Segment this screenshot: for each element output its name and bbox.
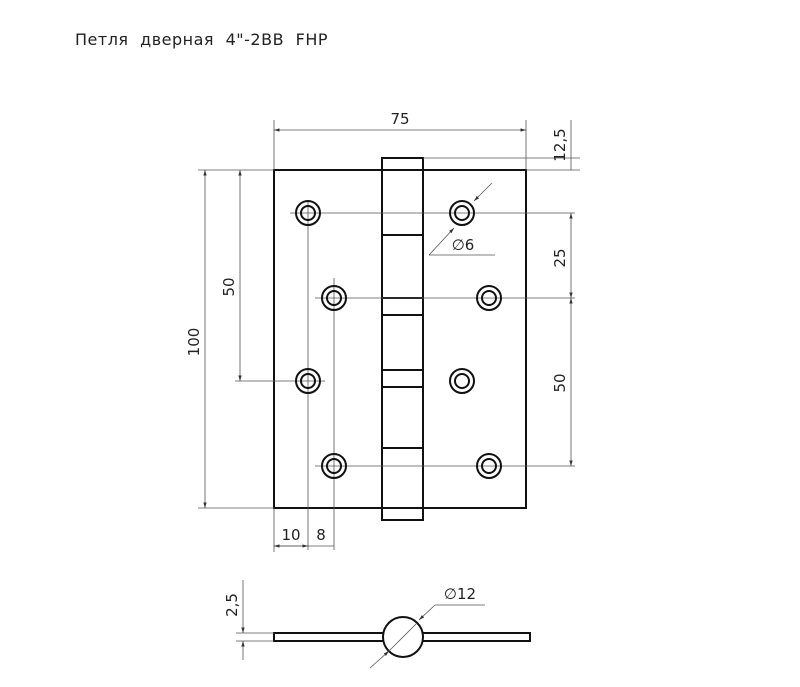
svg-text:12,5: 12,5 bbox=[551, 128, 569, 161]
dimension-width: 75 bbox=[273, 110, 527, 170]
screw-holes bbox=[295, 200, 502, 479]
svg-text:2,5: 2,5 bbox=[223, 593, 241, 617]
svg-text:100: 100 bbox=[185, 328, 203, 357]
screw-hole bbox=[476, 285, 502, 311]
svg-text:50: 50 bbox=[220, 277, 238, 296]
screw-hole bbox=[449, 200, 475, 226]
screw-hole bbox=[449, 368, 475, 394]
hinge-section-view: 2,5 ∅12 bbox=[223, 580, 531, 669]
dimension-right: 12,5 25 50 bbox=[423, 120, 580, 466]
dimension-bottom: 10 8 bbox=[273, 508, 334, 552]
screw-hole bbox=[321, 285, 347, 311]
svg-text:8: 8 bbox=[316, 526, 326, 544]
hinge-plate bbox=[273, 157, 527, 521]
svg-text:10: 10 bbox=[281, 526, 300, 544]
svg-text:50: 50 bbox=[551, 373, 569, 392]
screw-hole bbox=[295, 368, 321, 394]
drawing-title: Петля дверная 4"-2BB FHP bbox=[75, 30, 329, 49]
screw-hole bbox=[321, 453, 347, 479]
center-lines bbox=[235, 200, 575, 550]
hole-diameter-callout: ∅6 bbox=[428, 182, 495, 256]
dimension-left: 100 50 bbox=[185, 169, 274, 509]
screw-hole bbox=[476, 453, 502, 479]
svg-text:∅6: ∅6 bbox=[452, 236, 475, 254]
svg-text:∅12: ∅12 bbox=[444, 585, 476, 603]
svg-text:75: 75 bbox=[390, 110, 409, 128]
svg-text:25: 25 bbox=[551, 248, 569, 267]
screw-hole bbox=[295, 200, 321, 226]
